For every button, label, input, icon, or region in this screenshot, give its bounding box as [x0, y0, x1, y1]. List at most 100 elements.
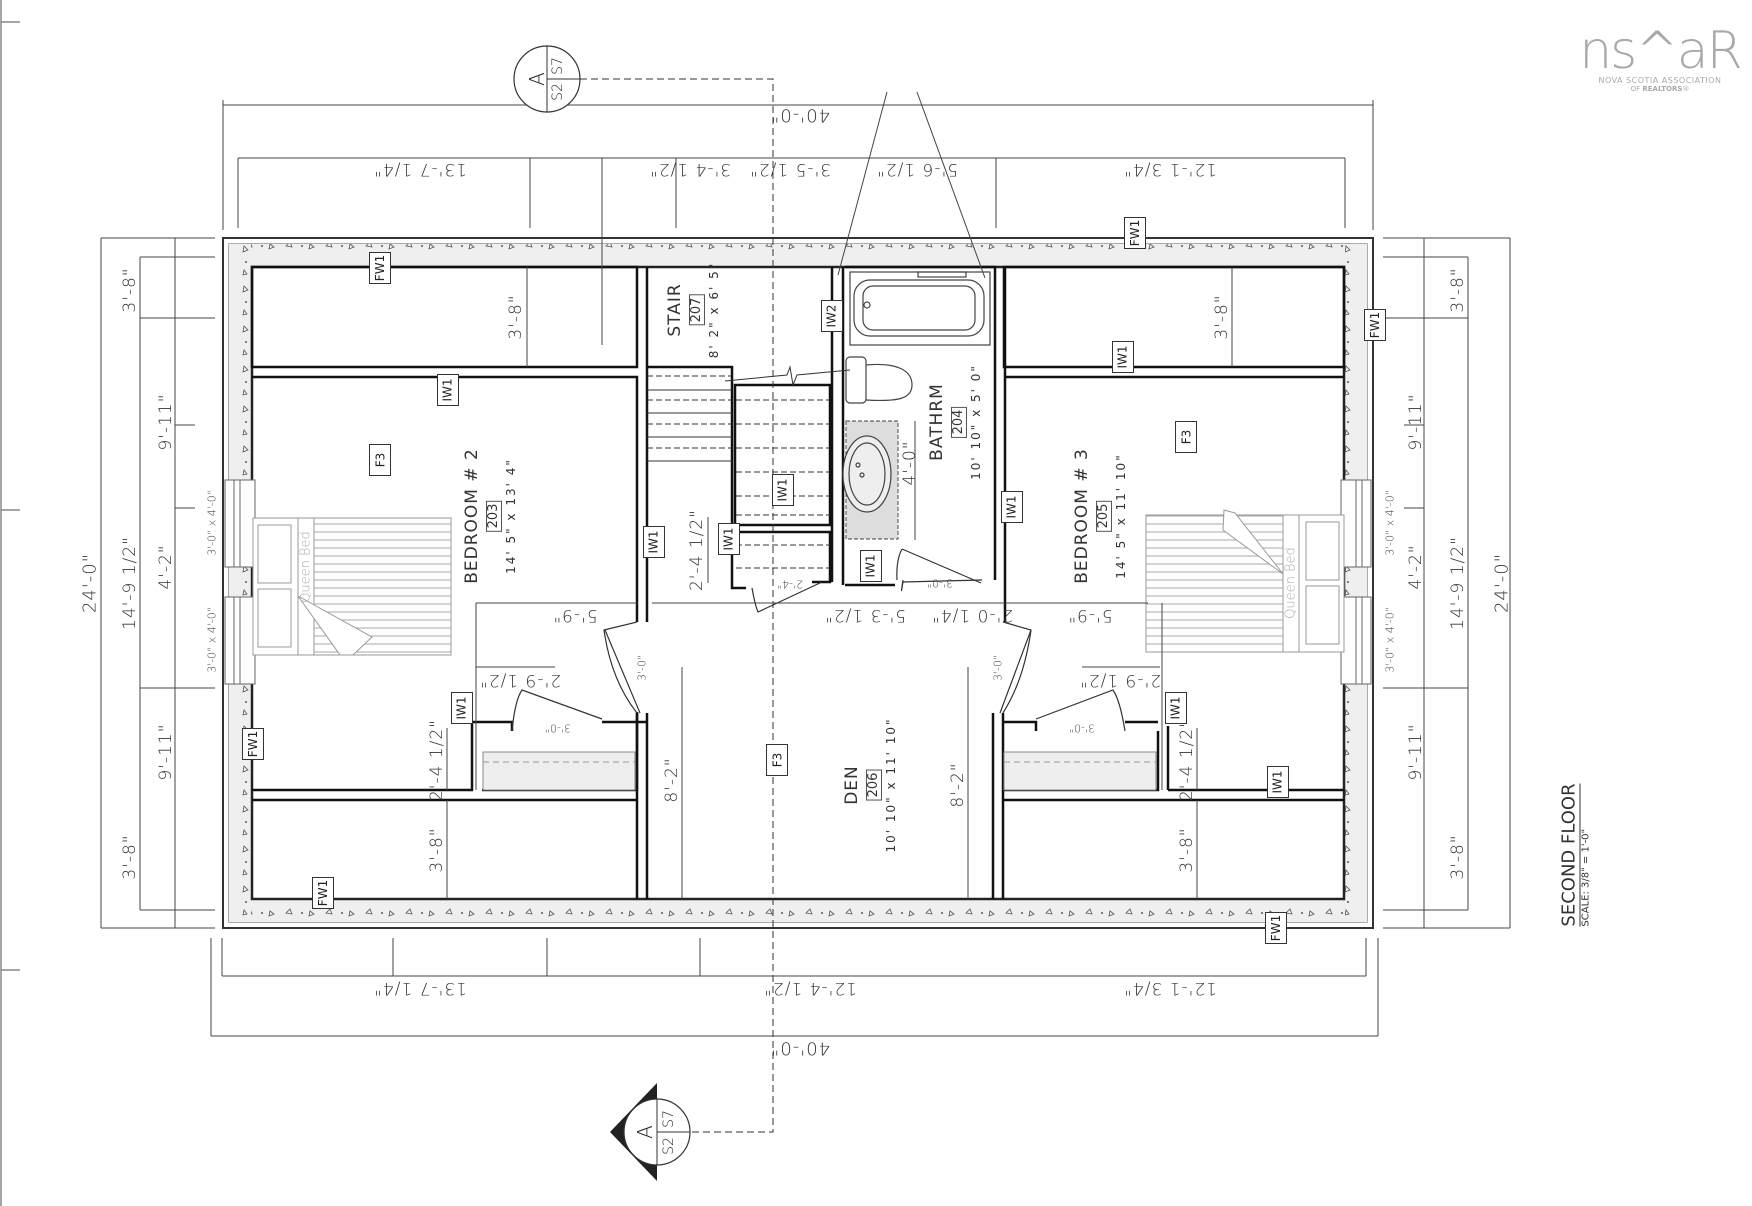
- room-size: 8' 2" x 6' 5": [707, 261, 721, 359]
- dimension-lines: [100, 91, 1511, 1037]
- section-marker-bottom-sheet: S2: [661, 1137, 677, 1155]
- dim-right-seg-2: 9'-11": [1406, 393, 1426, 451]
- bed-label-right: Queen Bed: [1283, 547, 1299, 619]
- section-marker-bottom: [610, 1083, 691, 1181]
- dim-top-seg-3: 3'-5 1/2": [748, 159, 832, 179]
- stair-treads: [647, 365, 851, 569]
- room-name: STAIR: [665, 283, 685, 337]
- dim-door-closet-left: 3'-0": [544, 721, 572, 735]
- section-marker-top-sheet: S2: [550, 83, 566, 101]
- tag-f3: F3: [766, 744, 788, 776]
- tag-fw1: FW1: [1124, 217, 1146, 249]
- dim-left-seg-4: 9'-11": [156, 723, 176, 781]
- dim-closet-bottom-right: 3'-8": [1177, 827, 1197, 873]
- section-line: [580, 78, 774, 1133]
- room-bedroom-2: BEDROOM # 2 203 14' 5" x 13' 4": [462, 448, 518, 584]
- tag-fw1: FW1: [242, 728, 264, 760]
- section-marker-bottom-letter: A: [633, 1125, 657, 1139]
- dim-bottom-seg-2: 12'-4 1/2": [763, 978, 857, 998]
- tag-iw1: IW1: [772, 474, 794, 506]
- dim-bottom-overall: 40'-0": [769, 1037, 831, 1059]
- dim-stair-door: 2'-4": [776, 577, 804, 591]
- room-name: BEDROOM # 2: [462, 448, 482, 584]
- tag-iw1: IW1: [1165, 692, 1187, 724]
- dim-bottom-seg-3: 12'-1 3/4": [1123, 978, 1217, 998]
- room-size: 10' 10" x 11' 10": [884, 717, 898, 853]
- tag-fw1: FW1: [1265, 912, 1287, 944]
- room-den: DEN 206 10' 10" x 11' 10": [842, 717, 898, 852]
- room-stair: STAIR 207 8' 2" x 6' 5": [665, 262, 721, 359]
- dim-left-mid: 14'-9 1/2": [120, 536, 140, 630]
- dim-door-bath: 3'-0": [926, 576, 954, 590]
- dim-left-seg-2: 9'-11": [156, 393, 176, 451]
- bathroom-fixtures: [842, 271, 991, 540]
- room-size: 14' 5" x 11' 10": [1114, 453, 1128, 579]
- tag-iw2: IW2: [821, 300, 843, 332]
- dim-closet-side-right: 2'-4 1/2": [1177, 718, 1197, 802]
- dim-door-den-left: 3'-0": [635, 654, 649, 682]
- tag-iw1: IW1: [860, 550, 882, 582]
- doors: [511, 548, 1126, 732]
- room-name: BATHRM: [927, 383, 947, 461]
- window-left-1: 3'-0" x 4'-0": [205, 490, 219, 556]
- room-name: DEN: [842, 765, 862, 805]
- bed-left: [252, 517, 452, 656]
- dim-right-seg-4: 9'-11": [1406, 723, 1426, 781]
- dim-left-seg-3: 4'-2": [156, 544, 176, 590]
- dim-closet-side-left: 2'-4 1/2": [427, 718, 447, 802]
- dim-top-seg-5: 12'-1 3/4": [1123, 159, 1217, 179]
- room-size: 14' 5" x 13' 4": [504, 458, 518, 574]
- sheet-border: [0, 0, 20, 1206]
- room-number: 206: [866, 769, 882, 801]
- dim-right-seg-5: 3'-8": [1448, 834, 1468, 880]
- dim-bed-hall-right: 5'-9": [1067, 605, 1113, 625]
- bed-label-left: Queen Bed: [298, 531, 314, 603]
- dim-bed-hall-left: 5'-9": [552, 605, 598, 625]
- tag-f3: F3: [369, 444, 391, 476]
- dim-den-left: 8'-2": [662, 757, 682, 803]
- tag-iw1: IW1: [1112, 341, 1134, 373]
- section-marker-top-ref: S7: [550, 57, 566, 75]
- tag-fw1: FW1: [369, 252, 391, 284]
- exterior-walls: [222, 237, 1374, 929]
- dim-right-seg-1: 3'-8": [1448, 267, 1468, 313]
- section-marker-bottom-ref: S7: [661, 1110, 677, 1128]
- dim-bottom-seg-1: 13'-7 1/4": [373, 978, 467, 998]
- logo-mark: ns^aR: [1579, 21, 1743, 81]
- window-right-2: 3'-0" x 4'-0": [1383, 607, 1397, 673]
- dim-hall-right: 2'-0 1/4": [930, 605, 1014, 625]
- section-marker-top: [513, 45, 581, 113]
- closet-shelves: [482, 751, 1157, 791]
- dim-closet-width-left: 2'-9 1/2": [478, 670, 562, 690]
- dim-door-den-right: 3'-0": [991, 654, 1005, 682]
- room-number: 204: [951, 406, 967, 438]
- tag-iw1: IW1: [437, 374, 459, 406]
- window-left-2: 3'-0" x 4'-0": [205, 607, 219, 673]
- dim-left-seg-1: 3'-8": [120, 267, 140, 313]
- room-name: BEDROOM # 3: [1072, 448, 1092, 584]
- room-bedroom-3: BEDROOM # 3 205 14' 5" x 11' 10": [1072, 448, 1128, 584]
- drawing-title-block: SECOND FLOOR SCALE: 3/8" = 1'-0": [1558, 783, 1592, 927]
- tag-fw1: FW1: [1364, 309, 1386, 341]
- logo-line2: OF REALTORS®: [1630, 85, 1690, 93]
- room-size: 10' 10" x 5' 0": [969, 364, 983, 480]
- room-number: 203: [486, 500, 502, 532]
- tag-iw1: IW1: [718, 523, 740, 555]
- section-marker-top-letter: A: [525, 72, 549, 86]
- tag-iw1: IW1: [1001, 491, 1023, 523]
- dim-stair-landing: 2'-4 1/2": [687, 508, 707, 592]
- dim-closet-top-left: 3'-8": [506, 294, 526, 340]
- dim-hall-width: 5'-3 1/2": [823, 605, 907, 625]
- drawing-title: SECOND FLOOR: [1558, 783, 1581, 927]
- dim-door-closet-right: 3'-0": [1068, 721, 1096, 735]
- tag-fw1: FW1: [312, 877, 334, 909]
- dim-closet-bottom-left: 3'-8": [427, 827, 447, 873]
- nsar-logo: ns^aR NOVA SCOTIA ASSOCIATION OF REALTOR…: [1578, 21, 1743, 93]
- drawing-scale: SCALE: 3/8" = 1'-0": [1580, 828, 1592, 927]
- dim-left-seg-5: 3'-8": [120, 834, 140, 880]
- interior-walls: [250, 265, 1346, 899]
- dim-top-seg-4: 5'-6 1/2": [875, 159, 959, 179]
- tag-f3: F3: [1175, 421, 1197, 453]
- dim-left-overall: 24'-0": [79, 552, 101, 614]
